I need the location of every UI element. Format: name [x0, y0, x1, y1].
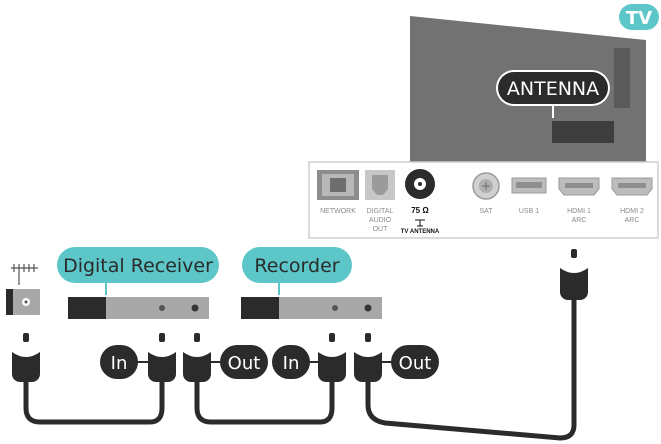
tv-antenna-port — [405, 169, 435, 199]
hdmi2-label-1: HDMI 2 — [620, 208, 644, 215]
sat-port — [472, 172, 500, 200]
plug-tv-antenna — [560, 245, 588, 300]
plug-receiver-out — [183, 329, 211, 382]
connector-panel: NETWORK DIGITAL AUDIO OUT 75 Ω TV ANTENN… — [308, 161, 659, 239]
coax-cables — [23, 297, 577, 441]
cable-recorder-to-tv — [365, 297, 577, 441]
usb-port — [511, 177, 547, 194]
tv-badge: TV — [619, 4, 659, 30]
digital-audio-label-2: AUDIO — [369, 217, 392, 224]
antenna-label-pill: ANTENNA — [496, 70, 610, 118]
recorder-out-pill: Out — [380, 345, 439, 379]
tv-badge-label: TV — [626, 8, 652, 29]
plug-receiver-in — [148, 329, 176, 382]
hdmi1-port — [558, 177, 600, 196]
wall-socket — [6, 289, 40, 315]
recorder-device — [241, 297, 382, 319]
antenna-label: ANTENNA — [507, 78, 599, 100]
tv-antenna-label: TV ANTENNA — [401, 229, 440, 235]
recorder-label: Recorder — [254, 255, 339, 277]
network-port-label: NETWORK — [320, 208, 356, 215]
digital-audio-label-1: DIGITAL — [367, 208, 394, 215]
digital-audio-port — [365, 170, 395, 200]
network-port — [317, 170, 359, 200]
tv-antenna-impedance: 75 Ω — [411, 206, 429, 215]
plug-recorder-out — [354, 329, 382, 382]
hdmi1-label-1: HDMI 1 — [567, 208, 591, 215]
hdmi2-port — [611, 177, 653, 196]
recorder-in-pill: In — [272, 345, 320, 379]
usb-port-label: USB 1 — [519, 208, 539, 215]
recorder-out-label: Out — [399, 353, 432, 374]
digital-receiver-label-pill: Digital Receiver — [57, 247, 219, 295]
receiver-out-pill: Out — [209, 345, 268, 379]
recorder-in-label: In — [283, 353, 300, 374]
recorder-label-pill: Recorder — [242, 247, 352, 295]
digital-audio-label-3: OUT — [373, 226, 389, 233]
sat-port-label: SAT — [479, 208, 493, 215]
receiver-in-pill: In — [100, 345, 150, 379]
cable-wall-to-receiver — [23, 377, 165, 425]
hdmi1-label-2: ARC — [572, 217, 587, 224]
digital-receiver-label: Digital Receiver — [63, 255, 213, 277]
cable-receiver-to-recorder — [194, 377, 335, 425]
hdmi2-label-2: ARC — [625, 217, 640, 224]
antenna-icon — [11, 264, 38, 285]
receiver-out-label: Out — [228, 353, 261, 374]
receiver-in-label: In — [111, 353, 128, 374]
digital-receiver-device — [68, 297, 209, 319]
plug-wall — [12, 329, 40, 382]
plug-recorder-in — [318, 329, 346, 382]
